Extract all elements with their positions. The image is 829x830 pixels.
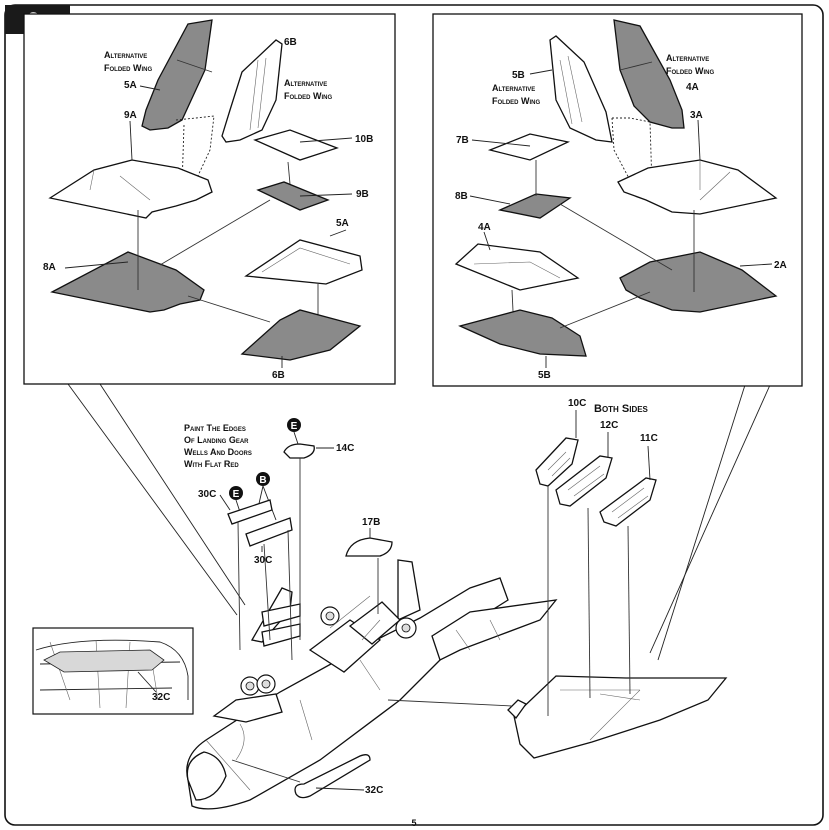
- aircraft-fuselage: 32C: [186, 559, 558, 810]
- left-detail-panel: Alternative Folded Wing 5A 6B Alternativ…: [23, 13, 396, 385]
- paint-note-3: Wells And Doors: [184, 447, 252, 457]
- label-part-6b-top: 6B: [284, 37, 297, 48]
- main-callouts: Paint The Edges Of Landing Gear Wells An…: [184, 398, 658, 716]
- part-5a-flap: [244, 239, 363, 285]
- page-border: [4, 4, 824, 826]
- label-part-8b: 8B: [455, 191, 468, 202]
- label-part-30c-upper: 30C: [198, 489, 216, 500]
- label-part-7b: 7B: [456, 135, 469, 146]
- label-part-5b-top: 5B: [512, 70, 525, 81]
- label-part-10c: 10C: [568, 398, 586, 409]
- paint-note-4: With Flat Red: [184, 459, 239, 469]
- part-4a-flap: [454, 243, 580, 291]
- paint-code-e-1: E: [291, 421, 298, 432]
- label-both-sides: Both Sides: [594, 403, 649, 415]
- part-5b-flap: [458, 309, 587, 357]
- paint-note-2: Of Landing Gear: [184, 435, 249, 445]
- part-7b: [487, 133, 571, 161]
- paint-code-e-2: E: [233, 489, 240, 500]
- label-part-6b-bottom: 6B: [272, 370, 285, 381]
- label-part-30c-lower: 30C: [254, 555, 272, 566]
- label-alt-folded-wing-6b-1: Alternative: [284, 78, 327, 88]
- part-3a-wing-upper: [617, 159, 778, 215]
- label-part-9b: 9B: [356, 189, 369, 200]
- label-alt-folded-wing-6b-2: Folded Wing: [284, 91, 332, 101]
- part-8b: [497, 193, 572, 219]
- part-6b-flap: [240, 309, 362, 361]
- label-alt-folded-wing-5b-1: Alternative: [492, 83, 535, 93]
- label-part-5b-bottom: 5B: [538, 370, 551, 381]
- inset-detail-32c: 32C: [32, 627, 194, 715]
- label-part-5a-top: 5A: [124, 80, 137, 91]
- label-part-12c: 12C: [600, 420, 618, 431]
- label-part-2a: 2A: [774, 260, 787, 271]
- label-part-10b: 10B: [355, 134, 373, 145]
- label-alt-folded-wing-5b-2: Folded Wing: [492, 96, 540, 106]
- label-part-32c-inset: 32C: [152, 692, 170, 703]
- right-detail-panel: 5B Alternative Folded Wing Alternative F…: [432, 13, 803, 387]
- label-part-5a-right: 5A: [336, 218, 349, 229]
- page-number: 5: [411, 818, 416, 828]
- callout-lines: [67, 383, 771, 661]
- label-part-9a: 9A: [124, 110, 137, 121]
- part-4a-folded-wing: [613, 19, 685, 129]
- label-alt-folded-wing-5a-2: Folded Wing: [104, 63, 152, 73]
- part-6b-folded-wing: [221, 39, 283, 143]
- part-5b-folded-wing: [549, 35, 613, 143]
- label-alt-folded-wing-4a-2: Folded Wing: [666, 66, 714, 76]
- part-9a-wing-upper: [48, 159, 213, 219]
- paint-code-b: B: [259, 475, 266, 486]
- label-part-8a: 8A: [43, 262, 56, 273]
- part-10b: [253, 129, 339, 161]
- part-5a-folded-wing: [141, 19, 213, 131]
- part-9b: [256, 181, 330, 211]
- label-part-17b: 17B: [362, 517, 380, 528]
- label-part-4a-top: 4A: [686, 82, 699, 93]
- label-part-14c: 14C: [336, 443, 354, 454]
- label-part-3a: 3A: [690, 110, 703, 121]
- label-alt-folded-wing-4a-1: Alternative: [666, 53, 709, 63]
- label-alt-folded-wing-5a-1: Alternative: [104, 50, 147, 60]
- label-part-11c: 11C: [640, 433, 658, 444]
- part-2a-wing-lower: [619, 251, 778, 313]
- paint-note-1: Paint The Edges: [184, 423, 246, 433]
- label-part-4a-left: 4A: [478, 222, 491, 233]
- label-part-32c: 32C: [365, 785, 383, 796]
- aircraft-outer-wing: [387, 675, 728, 759]
